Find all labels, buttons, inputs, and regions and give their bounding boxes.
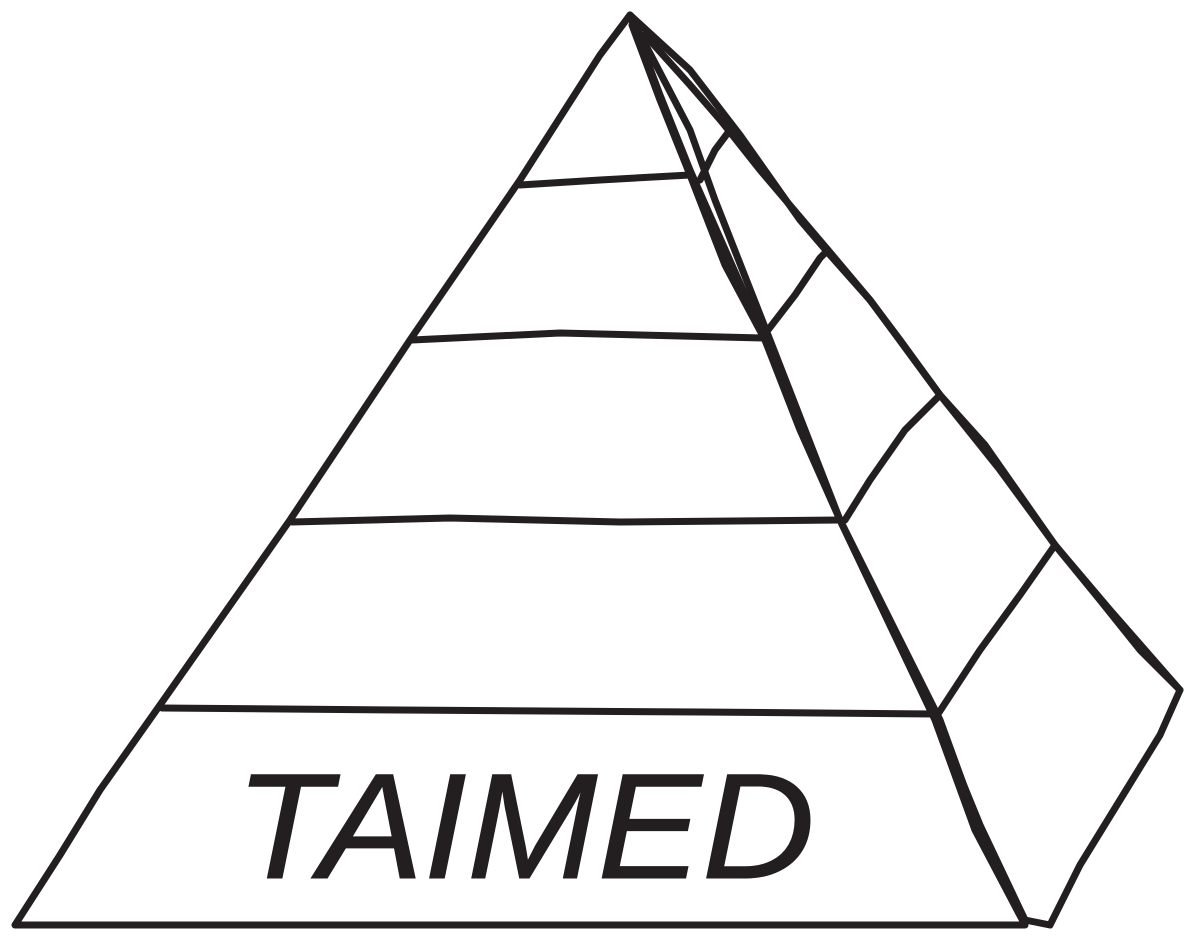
base-label: TAIMED [235, 742, 815, 910]
tier-divider-3 [292, 518, 840, 522]
